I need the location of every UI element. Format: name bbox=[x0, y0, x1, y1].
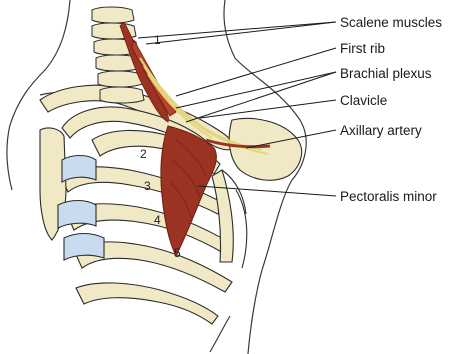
leader-scalene bbox=[138, 22, 336, 38]
rib-number-1: 1 bbox=[154, 33, 161, 47]
leader-clavicle bbox=[200, 100, 336, 118]
leader-scalene-2 bbox=[146, 22, 336, 44]
label-brachial-plexus: Brachial plexus bbox=[340, 66, 432, 81]
leader-brachial-2 bbox=[186, 72, 336, 122]
label-pectoralis-minor: Pectoralis minor bbox=[340, 189, 437, 204]
rib-cage bbox=[40, 85, 247, 324]
labels: Scalene muscles First rib Brachial plexu… bbox=[340, 15, 442, 204]
leader-brachial-1 bbox=[176, 72, 336, 108]
label-scalene-muscles: Scalene muscles bbox=[340, 15, 442, 30]
label-clavicle: Clavicle bbox=[340, 93, 387, 108]
label-axillary-artery: Axillary artery bbox=[340, 123, 422, 138]
rib-6 bbox=[76, 283, 218, 324]
label-first-rib: First rib bbox=[340, 41, 385, 56]
rib-number-4: 4 bbox=[154, 213, 161, 227]
leader-first-rib bbox=[176, 48, 336, 96]
rib-number-5: 5 bbox=[174, 246, 181, 260]
rib-number-3: 3 bbox=[144, 179, 151, 193]
rib-number-2: 2 bbox=[140, 147, 147, 161]
